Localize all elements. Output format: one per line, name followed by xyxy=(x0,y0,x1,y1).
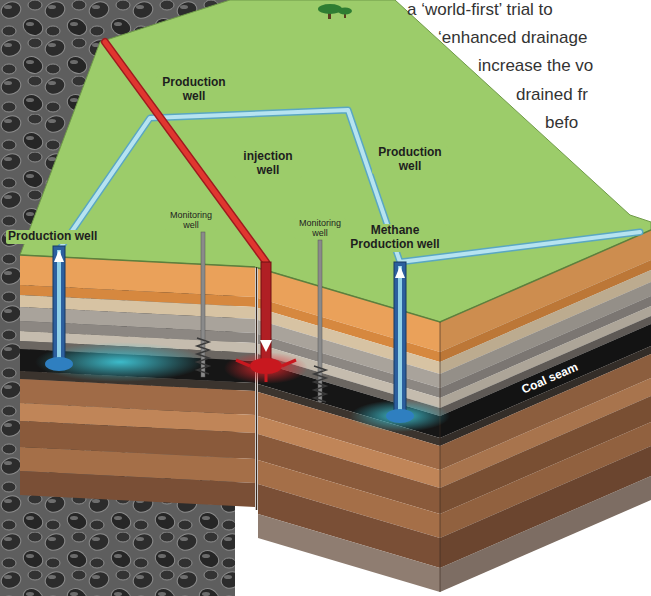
fluid-glow xyxy=(35,342,450,432)
monitoring-well-left xyxy=(197,232,209,377)
monitoring-label: Monitoring well xyxy=(165,210,217,231)
tree xyxy=(318,4,342,14)
body-text: befo xyxy=(545,113,578,133)
well-label: Production well xyxy=(6,230,99,244)
body-text: increase the vo xyxy=(478,56,593,76)
well-label: injection well xyxy=(234,150,302,178)
injection-well xyxy=(236,262,296,382)
strata-front-face xyxy=(258,268,440,592)
production-well-left xyxy=(54,250,64,262)
methane-production-well xyxy=(386,409,414,423)
block-edge xyxy=(440,322,441,592)
surface-pipes xyxy=(59,110,640,262)
production-well-left xyxy=(45,246,73,371)
tree xyxy=(318,4,352,19)
well-label: Production well xyxy=(156,76,232,104)
production-well-left xyxy=(57,250,61,358)
injection-well xyxy=(260,340,272,352)
monitoring-well-left xyxy=(197,338,209,374)
production-well-left xyxy=(53,246,65,362)
surface-edge xyxy=(258,230,651,322)
production-well-left xyxy=(45,357,73,371)
injection-well xyxy=(261,262,271,362)
monitoring-well-mid xyxy=(314,240,326,402)
injection-well xyxy=(236,360,296,382)
strata-side-face xyxy=(440,230,651,592)
monitoring-well-mid xyxy=(314,366,326,402)
well-label: Production well xyxy=(372,146,448,174)
well-label: Methane Production well xyxy=(343,224,447,252)
methane-production-well xyxy=(398,266,402,410)
body-text: a ‘world-first’ trial to xyxy=(407,0,553,20)
body-text: ‘enhanced drainage xyxy=(438,28,587,48)
surface-pipes xyxy=(59,110,640,262)
methane-production-well xyxy=(386,262,414,423)
cutaway-edge xyxy=(256,267,258,510)
methane-production-well xyxy=(394,262,406,414)
body-text: drained fr xyxy=(516,85,588,105)
surface-pipes xyxy=(59,110,640,262)
strata-side-face xyxy=(440,230,651,592)
strata-side-face xyxy=(440,230,651,592)
tree xyxy=(338,8,352,15)
strata-front-face xyxy=(258,268,440,592)
monitoring-label: Monitoring well xyxy=(294,218,346,239)
methane-production-well xyxy=(395,266,405,278)
monitoring-well-mid xyxy=(318,240,322,402)
injection-well xyxy=(250,358,282,374)
